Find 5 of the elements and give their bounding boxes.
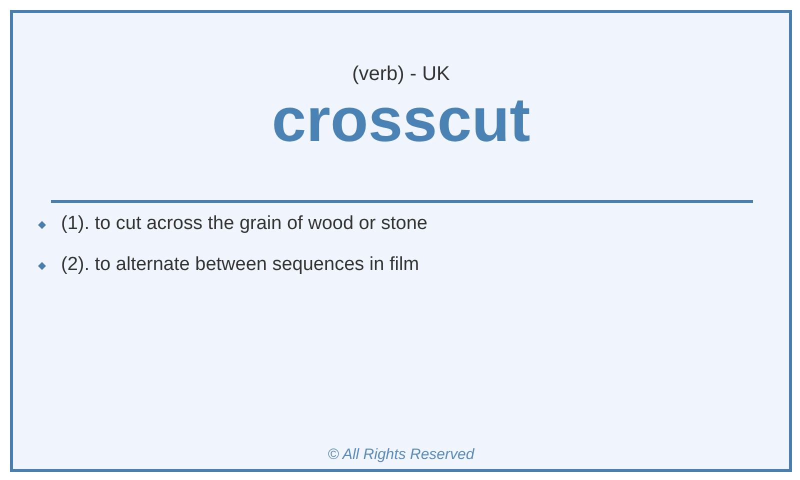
definition-text: (1). to cut across the grain of wood or stone [61,213,428,235]
definition-text: (2). to alternate between sequences in film [61,254,420,276]
part-of-speech-text: (verb) - UK [351,63,451,86]
copyright-footer: © All Rights Reserved [13,446,789,463]
headword-title: crosscut [270,85,532,156]
